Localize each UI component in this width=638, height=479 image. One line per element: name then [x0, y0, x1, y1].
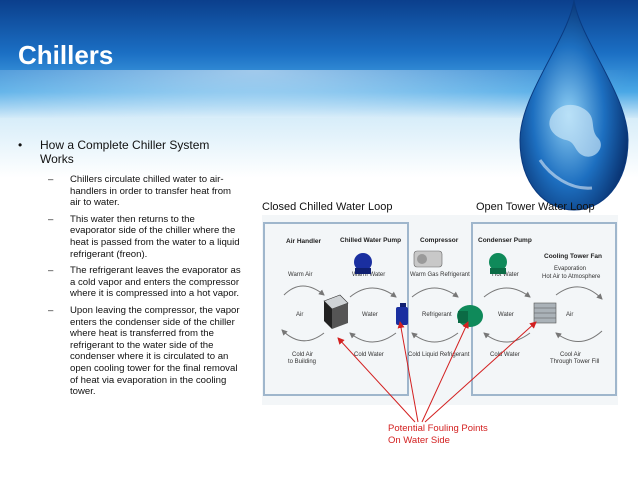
- flow-arrow: [283, 285, 325, 296]
- warm-air-label: Warm Air: [288, 272, 312, 278]
- sub-bullet: – This water then returns to the evaporat…: [18, 214, 243, 260]
- closed-loop-label: Closed Chilled Water Loop: [262, 201, 393, 213]
- air-label: Air: [296, 312, 303, 318]
- refrigerant-label: Refrigerant: [422, 312, 452, 318]
- hot-water-label: Hot Water: [492, 272, 519, 278]
- fouling-note-line: Potential Fouling Points: [388, 423, 488, 434]
- air-label: Air: [566, 312, 573, 318]
- sub-bullet: – Upon leaving the compressor, the vapor …: [18, 305, 243, 398]
- sub-bullet-text: This water then returns to the evaporato…: [70, 213, 240, 260]
- condenser-pump-header: Condenser Pump: [478, 237, 532, 244]
- chilled-water-pump-icon: [354, 253, 372, 274]
- flow-arrow: [281, 329, 325, 342]
- sub-bullet: – The refrigerant leaves the evaporator a…: [18, 265, 243, 300]
- cold-air-label: Cold Air: [292, 352, 313, 358]
- condenser-pump-icon: [489, 253, 507, 274]
- condenser-icon: [457, 305, 483, 327]
- cold-liquid-refrigerant-label: Cold Liquid Refrigerant: [408, 352, 470, 358]
- sub-bullet-marker: –: [48, 213, 54, 225]
- water-drop-globe-icon: [519, 0, 629, 211]
- chilled-water-pump-header: Chilled Water Pump: [340, 237, 401, 244]
- sub-bullet-text: The refrigerant leaves the evaporator as…: [70, 265, 241, 300]
- flow-arrow: [411, 287, 459, 298]
- sub-bullet-marker: –: [48, 174, 54, 185]
- bullet-marker: •: [18, 138, 23, 152]
- to-building-label: to Building: [288, 359, 316, 365]
- sub-bullet: – Chillers circulate chilled water to air…: [18, 174, 243, 209]
- compressor-icon: [413, 250, 443, 268]
- chiller-system-diagram: Air Handler Chilled Water Pump Compresso…: [262, 215, 618, 405]
- hot-air-to-atmosphere-label: Hot Air to Atmosphere: [542, 274, 601, 280]
- warm-gas-refrigerant-label: Warm Gas Refrigerant: [410, 272, 470, 278]
- cold-water-label: Cold Water: [354, 352, 384, 358]
- compressor-header: Compressor: [420, 237, 459, 244]
- warm-water-label: Warm Water: [352, 272, 385, 278]
- evaporator-icon: [396, 303, 408, 325]
- flow-arrow: [555, 330, 603, 342]
- air-handler-unit-icon: [323, 294, 349, 329]
- water-label: Water: [362, 312, 378, 318]
- flow-arrow: [483, 287, 531, 298]
- page-title: Chillers: [18, 40, 114, 70]
- fouling-points-note: Potential Fouling Points On Water Side: [388, 423, 488, 447]
- air-handler-header: Air Handler: [286, 238, 322, 245]
- flow-arrow: [349, 287, 397, 298]
- cooling-tower-icon: [533, 302, 557, 324]
- fouling-note-line: On Water Side: [388, 435, 450, 446]
- through-tower-fill-label: Through Tower Fill: [550, 359, 599, 365]
- open-loop-label: Open Tower Water Loop: [476, 201, 595, 213]
- sub-bullet-marker: –: [48, 265, 54, 277]
- main-bullet: • How a Complete Chiller System Works: [18, 138, 243, 166]
- evaporation-label: Evaporation: [554, 266, 586, 272]
- main-bullet-text: How a Complete Chiller System Works: [40, 138, 210, 166]
- water-label: Water: [498, 312, 514, 318]
- sub-bullet-text: Chillers circulate chilled water to air-…: [70, 174, 232, 209]
- cooling-tower-fan-header: Cooling Tower Fan: [544, 253, 602, 260]
- cold-water-label: Cold Water: [490, 352, 520, 358]
- cool-air-label: Cool Air: [560, 352, 581, 358]
- bullet-list: • How a Complete Chiller System Works – C…: [18, 138, 243, 403]
- sub-bullet-marker: –: [48, 304, 54, 316]
- flow-arrow: [555, 286, 603, 300]
- sub-bullet-text: Upon leaving the compressor, the vapor e…: [70, 304, 240, 398]
